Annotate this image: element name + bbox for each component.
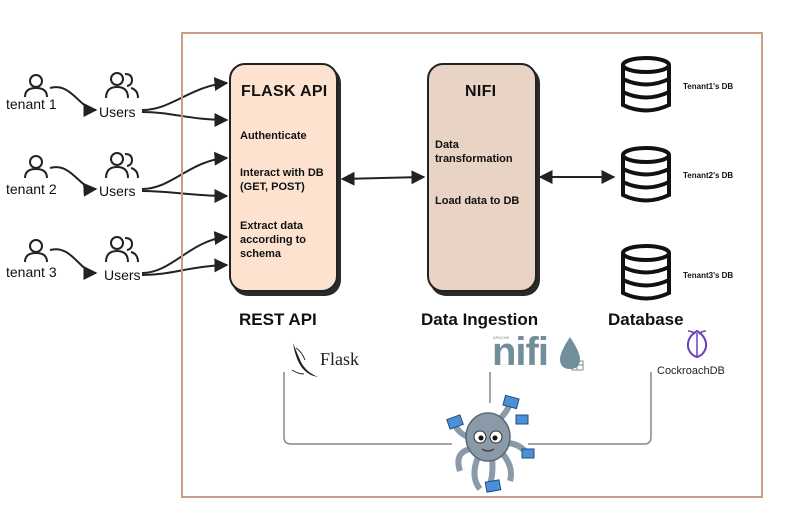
- database-section-label: Database: [608, 310, 684, 329]
- database-label: Tenant2's DB: [683, 171, 734, 180]
- octopus-orchestrator-icon: [446, 394, 535, 493]
- rest-api-section-label: REST API: [239, 310, 317, 329]
- flask-api-box: FLASK API Authenticate Interact with DB …: [229, 63, 338, 292]
- flask-logo-text: Flask: [320, 349, 360, 369]
- nifi-box: NIFI Data transformation Load data to DB: [427, 63, 537, 292]
- flask-api-title: FLASK API: [241, 83, 328, 100]
- users-label: Users: [99, 104, 136, 120]
- nifi-item: Load data to DB: [435, 195, 520, 207]
- tenant1-to-users-arrow: [49, 86, 98, 117]
- users-group-icon: [105, 152, 139, 179]
- users-group-icon: [105, 236, 139, 263]
- tenant-label: tenant 1: [6, 96, 57, 112]
- tenant-person-icon: [24, 239, 48, 263]
- tenant3-to-users-arrow: [49, 248, 98, 280]
- flask-api-item: Authenticate: [240, 130, 307, 142]
- nifi-item: Data transformation: [435, 139, 513, 165]
- flask-orchestrator-line: [283, 372, 452, 445]
- database-icon: [621, 244, 671, 301]
- nifi-drop-icon: [560, 337, 584, 371]
- tenant-label: tenant 2: [6, 181, 57, 197]
- users-label: Users: [99, 183, 136, 199]
- cockroachdb-logo-icon: [686, 329, 708, 359]
- tenant-person-icon: [24, 155, 48, 179]
- database-label: Tenant3's DB: [683, 271, 734, 280]
- flask-api-item: Interact with DB (GET, POST): [240, 167, 324, 193]
- api-nifi-bidirectional-arrow: [340, 170, 426, 186]
- tenant-label: tenant 3: [6, 264, 57, 280]
- tenant-person-icon: [24, 74, 48, 98]
- system-boundary-frame: [181, 32, 763, 498]
- users-group-icon: [105, 72, 139, 99]
- users-label: Users: [104, 267, 141, 283]
- nifi-logo-small-text: APACHE: [493, 335, 510, 340]
- flask-api-item: Extract data according to schema: [240, 220, 307, 260]
- flask-horn-logo-icon: [291, 343, 318, 377]
- database-icon: [621, 56, 671, 113]
- nifi-logo-text: nifi: [492, 330, 549, 374]
- database-label: Tenant1's DB: [683, 82, 734, 91]
- nifi-logo: APACHE nifi: [490, 330, 588, 374]
- data-ingestion-section-label: Data Ingestion: [421, 310, 539, 329]
- tenant2-to-users-arrow: [49, 166, 98, 197]
- nifi-title: NIFI: [465, 83, 497, 100]
- database-icon: [621, 146, 671, 203]
- cockroachdb-logo-text: CockroachDB: [657, 365, 725, 377]
- db-orchestrator-line: [528, 372, 652, 445]
